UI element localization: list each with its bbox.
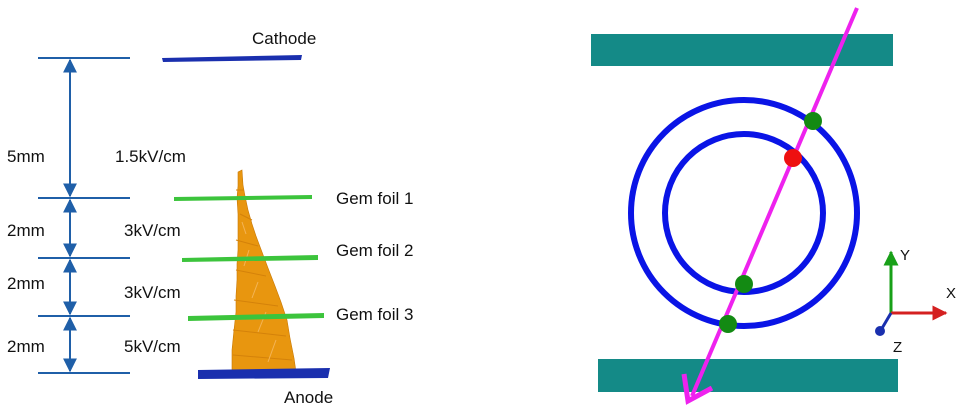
gem-foil-1-plane: [174, 195, 312, 201]
track-arrowhead: [681, 373, 714, 405]
hit-point-highlighted: [784, 149, 802, 167]
gap-field-label: 3kV/cm: [124, 283, 181, 302]
anode-plane: [198, 368, 330, 379]
gap-field-label: 1.5kV/cm: [115, 147, 186, 166]
gem-foil-2-label: Gem foil 2: [336, 241, 413, 260]
gem-stack-panel: 5mm 2mm 2mm 2mm 1.5kV/cm 3kV/cm 3kV/cm 5…: [7, 29, 413, 407]
bottom-plate: [598, 359, 898, 392]
gem-foil-1-label: Gem foil 1: [336, 189, 413, 208]
gap-field-label: 5kV/cm: [124, 337, 181, 356]
gem-foil-3-plane: [188, 313, 324, 321]
electron-avalanche: [231, 169, 297, 373]
gem-foil-2-plane: [182, 255, 318, 262]
gap-distance-label: 2mm: [7, 274, 45, 293]
cathode-label: Cathode: [252, 29, 316, 48]
outer-ring: [628, 97, 860, 329]
anode-label: Anode: [284, 388, 333, 407]
axis-triad: Y X Z: [875, 247, 956, 356]
hit-point: [735, 275, 753, 293]
y-axis-label: Y: [900, 247, 910, 264]
z-axis-tip: [875, 326, 885, 336]
gap-distance-label: 2mm: [7, 337, 45, 356]
track-ring-panel: Y X Z: [591, 7, 956, 405]
z-axis-label: Z: [893, 339, 902, 356]
x-axis-label: X: [946, 285, 956, 302]
dimension-ticks: [38, 57, 130, 374]
gap-field-label: 3kV/cm: [124, 221, 181, 240]
hit-point: [804, 112, 822, 130]
cathode-plane: [162, 55, 302, 62]
particle-track: [690, 7, 859, 397]
hit-point: [719, 315, 737, 333]
gap-distance-label: 5mm: [7, 147, 45, 166]
gap-distance-label: 2mm: [7, 221, 45, 240]
gem-foil-3-label: Gem foil 3: [336, 305, 413, 324]
top-plate: [591, 34, 893, 66]
